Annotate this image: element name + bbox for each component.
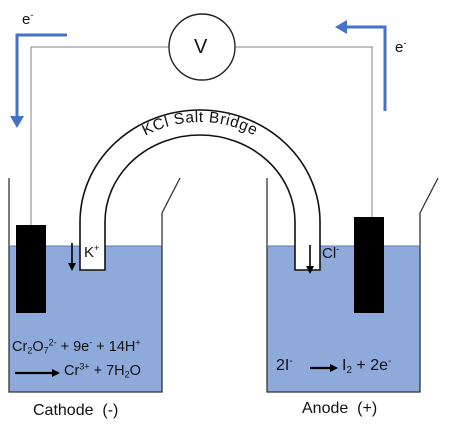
electron-label-left: e- (22, 10, 34, 28)
voltmeter-icon (168, 13, 236, 81)
anion-label: Cl- (322, 244, 340, 262)
cathode-label: Cathode (-) (33, 402, 119, 419)
anode-label: Anode (+) (302, 400, 378, 417)
electron-flow-arrow-left (10, 33, 67, 128)
electron-flow-arrow-right (335, 20, 387, 111)
anode-beaker (266, 177, 439, 393)
voltmeter-label: V (194, 36, 208, 58)
cathode-reaction-line-1: Cr2O72- + 9e- + 14H+ (12, 337, 141, 356)
cathode-reaction-line-2: Cr3+ + 7H2O (64, 361, 141, 380)
cathode-electrode (16, 225, 46, 313)
cation-label: K+ (84, 243, 100, 261)
electron-label-right: e- (395, 38, 407, 56)
anode-electrode (354, 217, 384, 313)
external-wire (30, 46, 373, 225)
anode-reaction-products: I2 + 2e- (342, 355, 392, 376)
anode-reaction-reactant: 2I- (276, 355, 293, 374)
